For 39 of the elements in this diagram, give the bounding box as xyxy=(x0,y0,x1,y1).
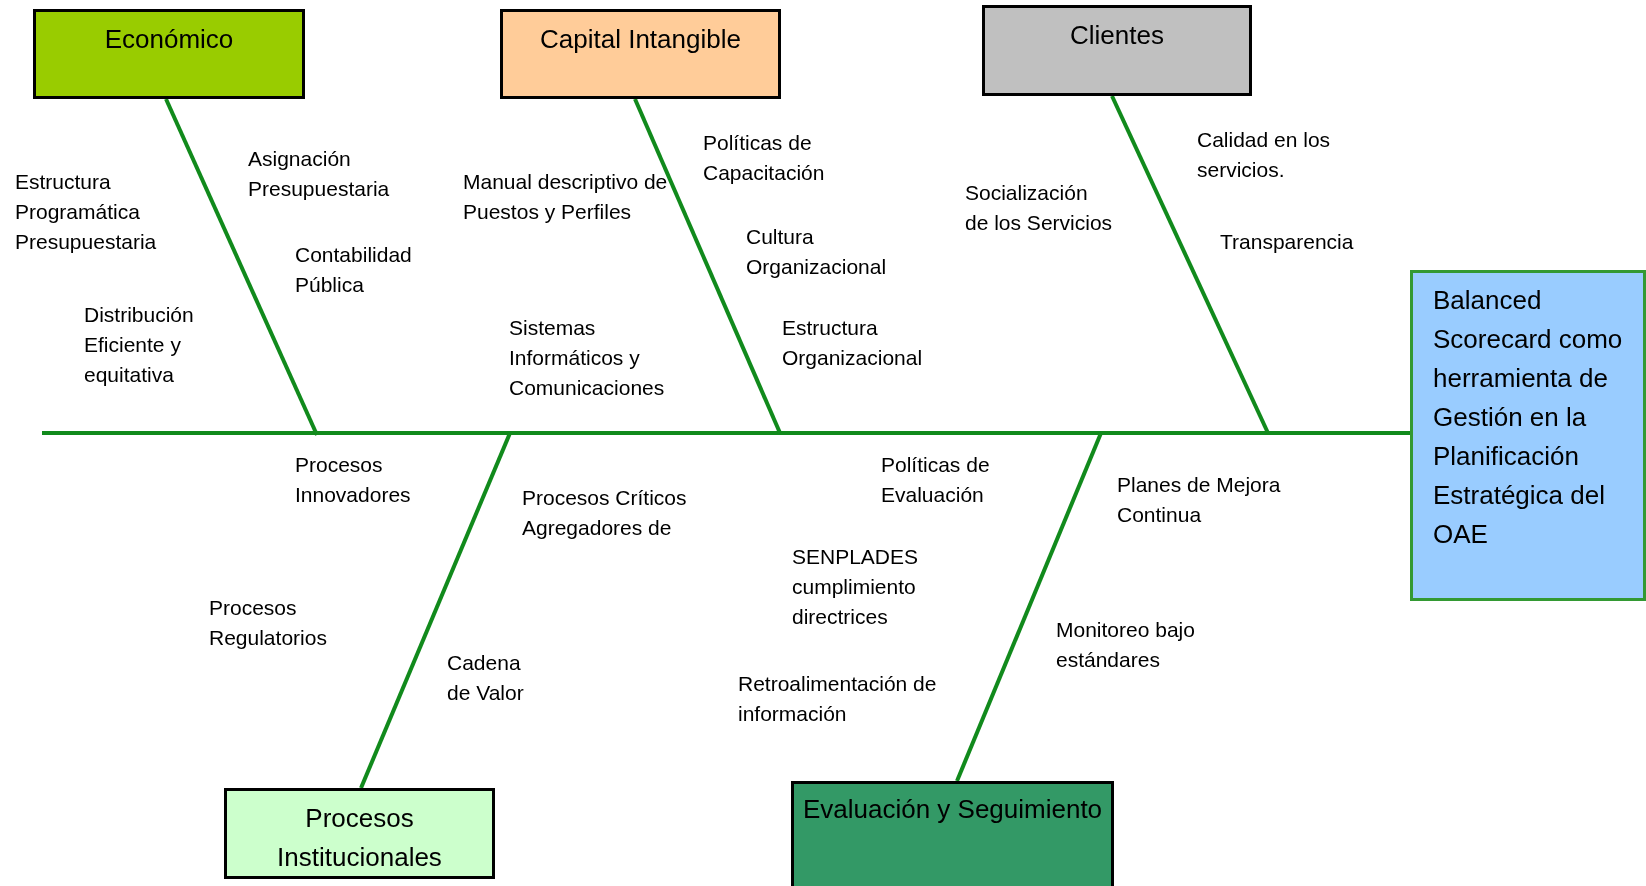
cause-label: Estructura Organizacional xyxy=(782,315,924,371)
cause-label: Contabilidad Pública xyxy=(295,242,413,298)
cause-label: Retroalimentación de información xyxy=(738,671,938,727)
category-title: Procesos Institucionales xyxy=(276,802,443,874)
bone-line xyxy=(359,432,512,789)
cause-label: Asignación Presupuestaria xyxy=(248,146,391,202)
cause-label: Políticas de Evaluación xyxy=(881,452,991,508)
cause-label: Políticas de Capacitación xyxy=(703,130,826,186)
category-title: Capital Intangible xyxy=(540,23,741,56)
cause-label: Procesos Críticos Agregadores de xyxy=(522,485,688,541)
bone-line xyxy=(955,432,1103,782)
cause-label: Planes de Mejora Continua xyxy=(1117,472,1282,528)
effect-title: Balanced Scorecard como herramienta de Gestión en la Planificación Estratégica del OAE xyxy=(1433,284,1624,551)
cause-label: Manual descriptivo de Puestos y Perfiles xyxy=(463,169,668,225)
cause-label: Monitoreo bajo estándares xyxy=(1056,617,1196,673)
cause-label: Transparencia xyxy=(1220,229,1354,255)
effect-box xyxy=(1410,270,1646,601)
bone-line xyxy=(633,98,782,434)
category-box xyxy=(33,9,305,99)
category-title: Evaluación y Seguimiento xyxy=(802,793,1103,826)
category-box xyxy=(791,781,1114,886)
cause-label: Cadena de Valor xyxy=(447,650,525,706)
category-box xyxy=(224,788,495,879)
category-title: Clientes xyxy=(1070,19,1164,52)
cause-label: SENPLADES cumplimiento directrices xyxy=(792,544,920,630)
cause-label: Cultura Organizacional xyxy=(746,224,888,280)
cause-label: Calidad en los servicios. xyxy=(1197,127,1332,183)
cause-label: Sistemas Informáticos y Comunicaciones xyxy=(509,315,666,401)
spine-line xyxy=(42,431,1410,435)
cause-label: Procesos Regulatorios xyxy=(209,595,328,651)
cause-label: Estructura Programática Presupuestaria xyxy=(15,169,158,255)
category-box xyxy=(500,9,781,99)
category-box xyxy=(982,5,1252,96)
category-title: Económico xyxy=(104,23,234,56)
cause-label: Distribución Eficiente y equitativa xyxy=(84,302,195,388)
bone-line xyxy=(1110,95,1270,434)
cause-label: Socialización de los Servicios xyxy=(965,180,1114,236)
cause-label: Procesos Innovadores xyxy=(295,452,412,508)
bone-line xyxy=(164,98,319,436)
